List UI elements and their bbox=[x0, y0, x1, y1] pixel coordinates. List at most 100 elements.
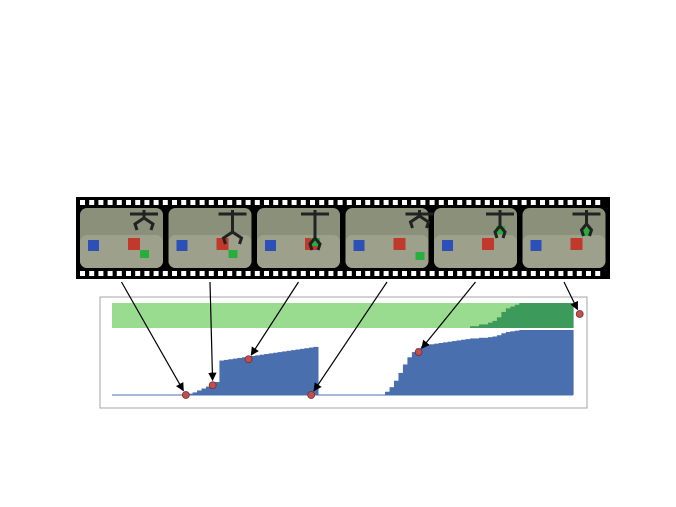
sprocket-hole bbox=[89, 271, 95, 276]
sprocket-hole bbox=[172, 271, 177, 276]
video-frame-4 bbox=[345, 208, 434, 268]
sprocket-hole bbox=[310, 200, 315, 205]
sprocket-hole bbox=[512, 271, 518, 276]
progress-bar bbox=[501, 333, 507, 395]
sprocket-hole bbox=[484, 200, 490, 205]
progress-bar bbox=[273, 352, 279, 395]
progress-bar bbox=[259, 354, 265, 395]
sprocket-hole bbox=[558, 200, 564, 205]
marker-3 bbox=[244, 355, 253, 364]
blue-cube-icon bbox=[530, 240, 542, 251]
progress-bar bbox=[255, 355, 261, 395]
marker-1 bbox=[181, 391, 190, 399]
progress-bar bbox=[299, 348, 306, 395]
arrow-1 bbox=[120, 281, 184, 392]
sprocket-holes bbox=[80, 200, 601, 276]
gripper-finger-left bbox=[408, 214, 421, 229]
progress-bar bbox=[246, 356, 252, 395]
film-strip bbox=[76, 197, 610, 279]
gripper-finger-right bbox=[313, 237, 322, 251]
progress-bar bbox=[393, 380, 400, 395]
sprocket-hole bbox=[172, 200, 177, 205]
sprocket-hole bbox=[116, 271, 122, 276]
sprocket-hole bbox=[494, 271, 499, 276]
achieved-segment bbox=[537, 303, 543, 328]
progress-bar bbox=[228, 359, 234, 395]
progress-bar bbox=[429, 344, 435, 395]
table-surface bbox=[345, 235, 429, 268]
progress-bar bbox=[564, 330, 570, 395]
sprocket-hole bbox=[356, 200, 361, 205]
sprocket-hole bbox=[475, 200, 481, 205]
sprocket-hole bbox=[429, 200, 435, 205]
green-cube-icon bbox=[582, 228, 592, 236]
sprocket-hole bbox=[383, 200, 389, 205]
sprocket-hole bbox=[466, 200, 472, 205]
progress-bar bbox=[402, 364, 408, 395]
sprocket-hole bbox=[282, 271, 288, 276]
achieved-segment bbox=[519, 303, 525, 328]
sprocket-hole bbox=[199, 271, 205, 276]
gripper-finger-left bbox=[133, 216, 145, 231]
progress-bar bbox=[237, 357, 243, 395]
sprocket-hole bbox=[411, 271, 417, 276]
progress-bar bbox=[241, 357, 247, 395]
marker-5 bbox=[414, 348, 423, 357]
sprocket-hole bbox=[144, 200, 150, 205]
sprocket-hole bbox=[420, 271, 426, 276]
sprocket-hole bbox=[457, 271, 463, 276]
progress-bar bbox=[188, 393, 194, 395]
table-surface bbox=[80, 235, 163, 268]
green-cube-icon bbox=[311, 238, 320, 246]
sprocket-hole bbox=[98, 200, 104, 205]
marker-2 bbox=[208, 381, 217, 390]
progress-bar bbox=[555, 330, 561, 395]
progress-bar bbox=[546, 330, 552, 395]
progress-bar bbox=[308, 347, 315, 395]
progress-bar bbox=[197, 390, 203, 395]
arrow-5 bbox=[421, 281, 476, 349]
progress-bar bbox=[514, 330, 520, 395]
progress-bar bbox=[214, 382, 221, 395]
film-strip-background bbox=[76, 197, 610, 279]
progress-bar bbox=[474, 338, 480, 395]
sprocket-hole bbox=[254, 200, 260, 205]
red-cube-icon bbox=[570, 238, 583, 250]
achieved-segment bbox=[487, 322, 494, 328]
progress-bar bbox=[505, 331, 511, 395]
robot-gripper-icon bbox=[301, 210, 329, 251]
table-surface bbox=[522, 235, 606, 268]
table-surface bbox=[168, 235, 252, 268]
blue-cube-icon bbox=[265, 240, 276, 251]
sprocket-hole bbox=[218, 271, 223, 276]
sprocket-hole bbox=[337, 200, 343, 205]
achieved-segment bbox=[479, 324, 485, 328]
sprocket-hole bbox=[530, 271, 536, 276]
sprocket-hole bbox=[420, 200, 426, 205]
sprocket-hole bbox=[135, 200, 141, 205]
sprocket-hole bbox=[540, 200, 545, 205]
progress-bar bbox=[385, 391, 391, 395]
achieved-segment bbox=[568, 303, 574, 328]
sprocket-hole bbox=[512, 200, 518, 205]
sprocket-hole bbox=[144, 271, 150, 276]
gripper-finger-right bbox=[585, 223, 594, 237]
sprocket-hole bbox=[135, 271, 141, 276]
video-frame-5 bbox=[434, 208, 517, 268]
red-cube-icon bbox=[393, 238, 406, 250]
progress-bar bbox=[398, 372, 404, 395]
progress-bar bbox=[219, 360, 225, 395]
sprocket-hole bbox=[466, 271, 472, 276]
progress-bar bbox=[277, 352, 283, 395]
sprocket-hole bbox=[190, 271, 196, 276]
robot-gripper-icon bbox=[572, 210, 601, 237]
sprocket-hole bbox=[402, 200, 407, 205]
sprocket-hole bbox=[107, 271, 113, 276]
gripper-finger-left bbox=[221, 230, 234, 245]
progress-bar bbox=[407, 357, 413, 395]
sprocket-hole bbox=[448, 271, 453, 276]
sprocket-hole bbox=[494, 200, 499, 205]
progress-bar bbox=[443, 342, 449, 395]
sprocket-hole bbox=[98, 271, 104, 276]
progress-bar bbox=[313, 346, 319, 395]
